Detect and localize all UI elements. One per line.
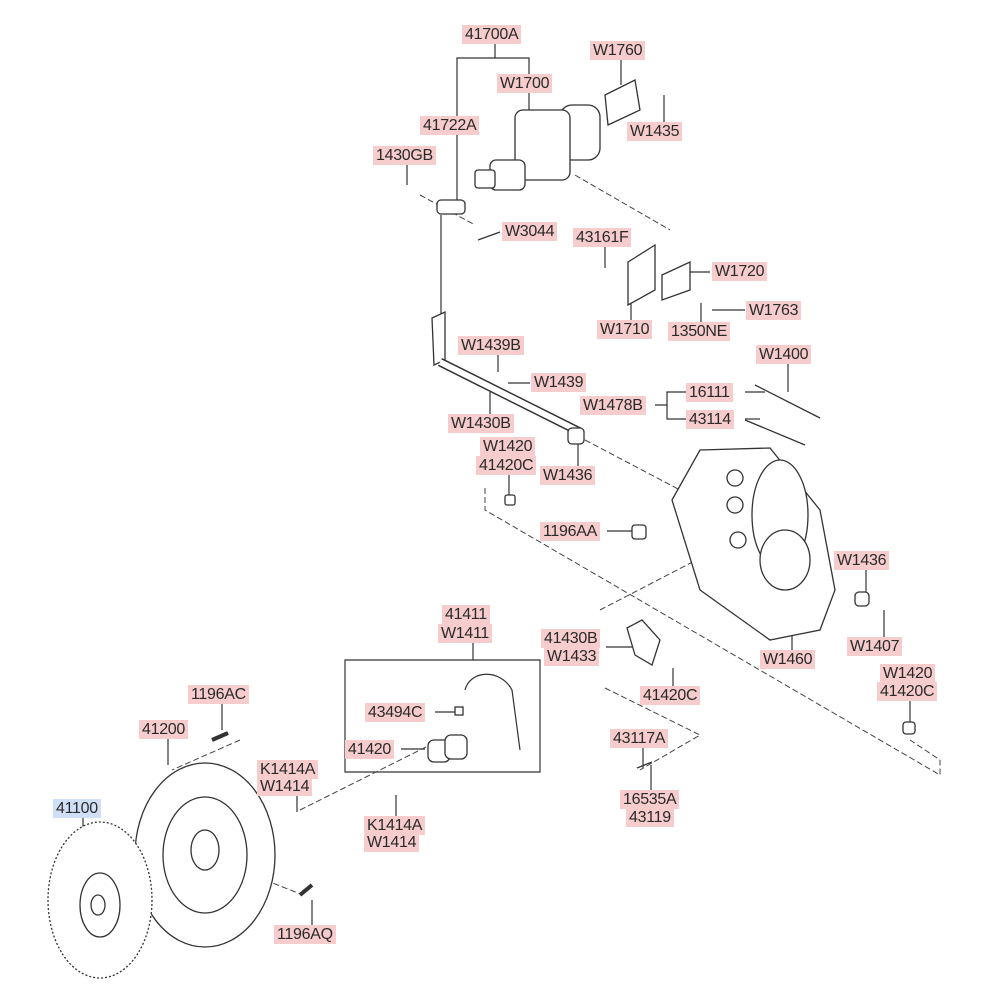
part-label[interactable]: W3044 xyxy=(502,222,558,241)
bushing-w1420 xyxy=(504,494,516,506)
part-label[interactable]: W1763 xyxy=(746,301,802,320)
part-label[interactable]: 1350NE xyxy=(668,322,731,341)
part-label[interactable]: W1414 xyxy=(257,777,313,796)
part-label[interactable]: 16535A xyxy=(620,790,680,809)
part-label[interactable]: 41200 xyxy=(139,720,188,739)
part-label[interactable]: 41420C xyxy=(877,682,938,701)
part-label[interactable]: 43494C xyxy=(365,703,426,722)
bracket-w1760 xyxy=(604,79,641,126)
part-label[interactable]: W1435 xyxy=(627,122,683,141)
clutch-housing xyxy=(671,447,836,641)
part-label-selected[interactable]: 41100 xyxy=(53,799,101,818)
part-label[interactable]: W1420 xyxy=(480,437,536,456)
plate-w1710 xyxy=(627,243,656,307)
part-label[interactable]: 1196AC xyxy=(188,685,249,704)
part-label[interactable]: W1414 xyxy=(364,833,420,852)
part-label[interactable]: W1760 xyxy=(590,41,646,60)
part-label[interactable]: W1420 xyxy=(880,664,936,683)
part-label[interactable]: W1430B xyxy=(448,414,514,433)
part-label[interactable]: W1720 xyxy=(712,262,768,281)
clutch-cover xyxy=(134,762,276,948)
part-label[interactable]: 43119 xyxy=(626,808,674,827)
bracket-w1720 xyxy=(661,260,691,301)
part-label[interactable]: 16111 xyxy=(686,383,733,402)
part-label[interactable]: 1196AA xyxy=(540,522,600,541)
part-label[interactable]: W1407 xyxy=(847,637,903,656)
part-label[interactable]: 43114 xyxy=(686,410,734,429)
part-label[interactable]: W1710 xyxy=(597,320,653,339)
lever-41722a xyxy=(436,199,466,215)
clutch-booster xyxy=(474,104,601,191)
part-label[interactable]: W1700 xyxy=(497,74,553,93)
part-label[interactable]: 1196AQ xyxy=(274,925,336,944)
part-label[interactable]: 41411 xyxy=(442,605,490,624)
lever-arm xyxy=(431,310,446,366)
part-label[interactable]: W1400 xyxy=(756,345,812,364)
part-label[interactable]: 41430B xyxy=(541,629,601,648)
part-label[interactable]: W1411 xyxy=(438,624,493,643)
parts xyxy=(47,79,916,979)
part-label[interactable]: 41420 xyxy=(345,740,394,759)
part-label[interactable]: 41722A xyxy=(420,116,480,135)
part-label[interactable]: W1460 xyxy=(760,650,816,669)
clutch-disc xyxy=(47,821,153,979)
bushing-w1436 xyxy=(567,427,585,445)
part-label[interactable]: W1436 xyxy=(540,466,596,485)
fork-41430b xyxy=(626,619,661,666)
part-label[interactable]: W1478B xyxy=(580,396,646,415)
part-label[interactable]: W1439 xyxy=(531,373,587,392)
part-label[interactable]: 43161F xyxy=(573,228,632,247)
part-label[interactable]: 1430GB xyxy=(373,146,436,165)
release-bearing xyxy=(427,673,521,763)
part-label[interactable]: 41420C xyxy=(476,456,537,475)
part-label[interactable]: 43117A xyxy=(610,729,669,748)
part-label[interactable]: K1414A xyxy=(364,816,426,835)
part-label[interactable]: 41420C xyxy=(640,686,701,705)
part-label[interactable]: 41700A xyxy=(462,25,522,44)
part-label[interactable]: W1436 xyxy=(834,551,890,570)
part-label[interactable]: W1439B xyxy=(458,336,524,355)
part-label[interactable]: W1433 xyxy=(544,647,600,666)
part-label[interactable]: K1414A xyxy=(257,760,319,779)
